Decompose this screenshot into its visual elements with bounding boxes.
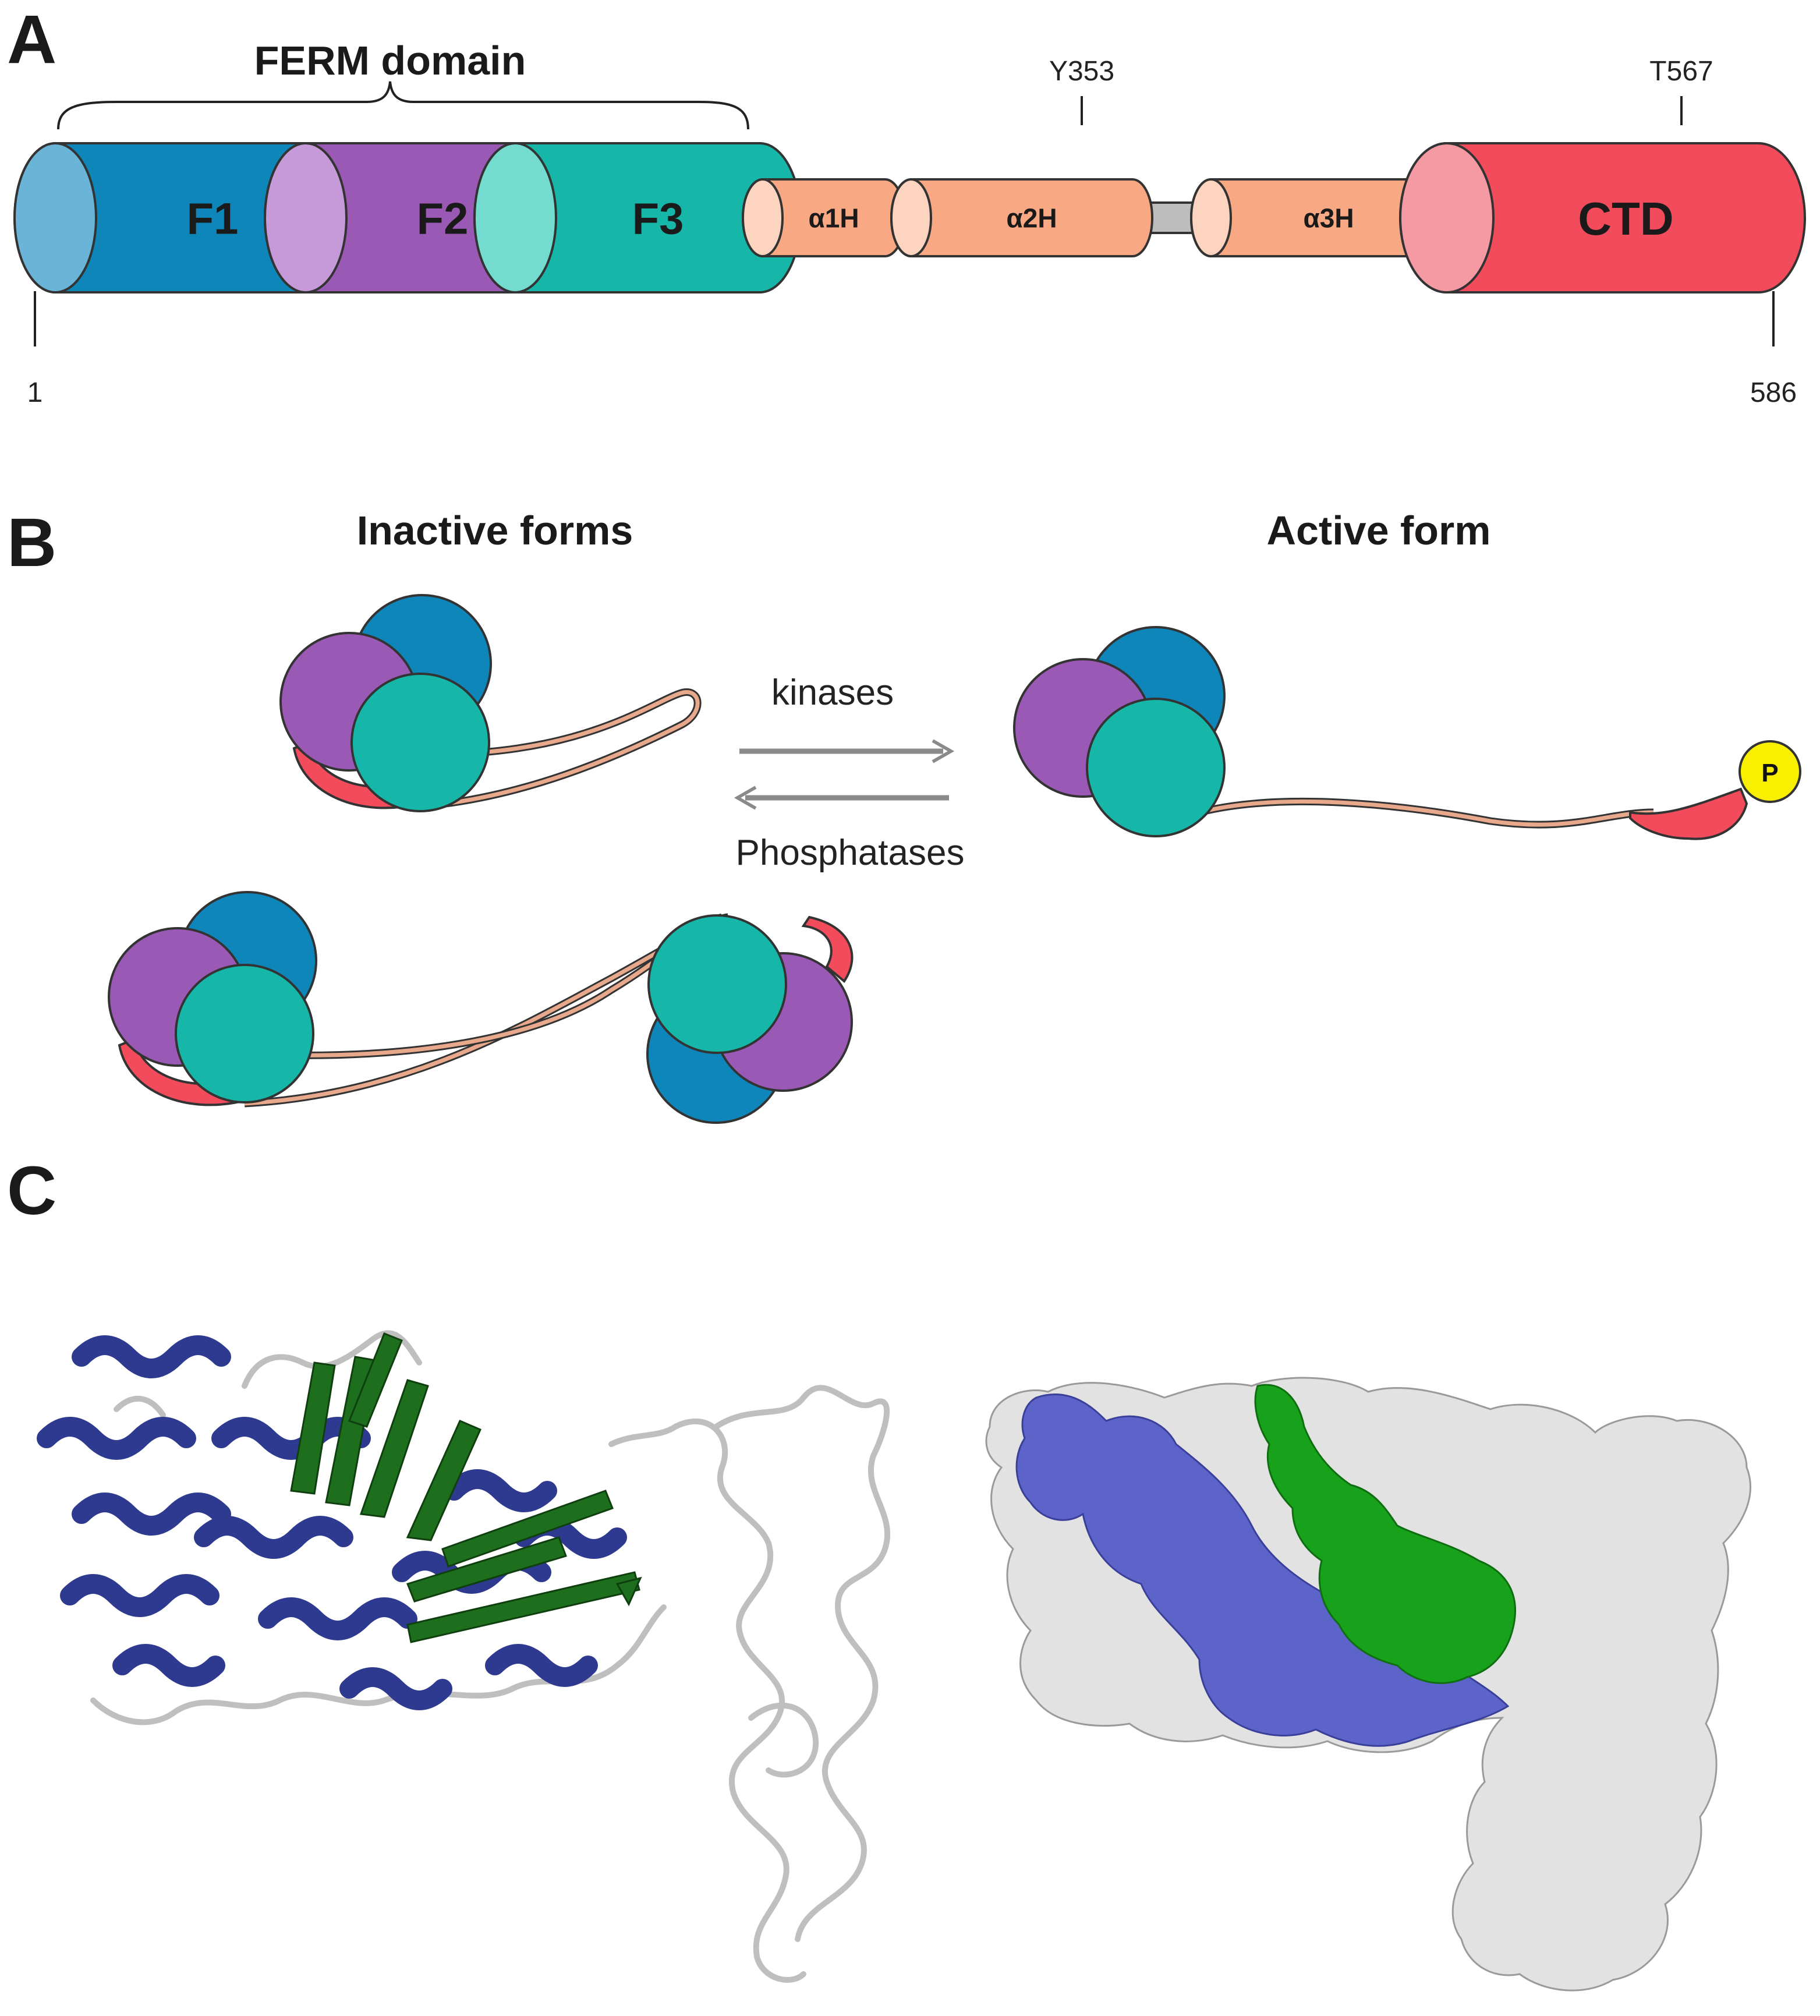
inactive-dimer bbox=[108, 891, 854, 1124]
segment-f2-label: F2 bbox=[417, 194, 469, 243]
ferm-bracket bbox=[57, 81, 749, 130]
t567-label: T567 bbox=[1649, 56, 1713, 87]
segment-f3-cap bbox=[473, 142, 557, 293]
end-residue: 586 bbox=[1750, 377, 1797, 408]
active-f3-lobe bbox=[1086, 698, 1226, 837]
dimer-right-f3-lobe bbox=[647, 914, 787, 1054]
inactive-forms-title: Inactive forms bbox=[357, 508, 633, 553]
segment-alpha1h-cap bbox=[742, 178, 784, 257]
dimer-left-f3-lobe bbox=[175, 964, 314, 1104]
segment-alpha2h-cap bbox=[890, 178, 932, 257]
active-ctd bbox=[1629, 787, 1748, 840]
surface-sheet bbox=[1254, 1384, 1516, 1684]
ribbon-coil bbox=[90, 1330, 891, 1983]
phospho-badge-label: P bbox=[1761, 759, 1778, 787]
ribbon-helices bbox=[37, 1335, 627, 1710]
segment-ctd-cap bbox=[1399, 142, 1495, 293]
segment-alpha2h: α2H bbox=[890, 178, 1153, 257]
panel-c: C bbox=[7, 1152, 1751, 1992]
segment-ctd: CTD bbox=[1399, 142, 1806, 293]
ribbon-model bbox=[37, 1330, 891, 1983]
segment-alpha1h-label: α1H bbox=[808, 203, 859, 234]
inactive-monomer bbox=[279, 594, 702, 812]
panel-b: B Inactive forms Active form kinases Pho… bbox=[7, 504, 1801, 1124]
segment-f3: F3 bbox=[473, 142, 802, 293]
domain-cylinders: F1 F2 F3 α1H α2H α3H CTD bbox=[13, 142, 1806, 293]
active-form-title: Active form bbox=[1266, 508, 1490, 553]
inactive-f3-lobe bbox=[350, 673, 490, 812]
start-residue: 1 bbox=[27, 377, 43, 408]
y353-label: Y353 bbox=[1049, 56, 1114, 87]
segment-f2-cap bbox=[264, 142, 348, 293]
segment-f1-cap bbox=[13, 142, 97, 293]
active-form: P bbox=[1013, 626, 1801, 840]
segment-alpha2h-label: α2H bbox=[1006, 203, 1057, 234]
phospho-badge bbox=[1738, 740, 1801, 803]
segment-alpha3h: α3H bbox=[1190, 178, 1447, 257]
segment-f3-label: F3 bbox=[632, 194, 684, 243]
panel-b-letter: B bbox=[7, 504, 56, 581]
panel-a: A FERM domain F1 F2 F3 α1H α2H α3H CTD Y353 T5… bbox=[7, 1, 1806, 408]
panel-c-letter: C bbox=[7, 1152, 56, 1229]
segment-alpha3h-cap bbox=[1190, 178, 1232, 257]
phosphatases-label: Phosphatases bbox=[736, 833, 965, 873]
ribbon-sheets bbox=[290, 1332, 642, 1643]
kinases-label: kinases bbox=[771, 673, 894, 713]
segment-alpha3h-label: α3H bbox=[1303, 203, 1354, 234]
segment-f1-label: F1 bbox=[187, 194, 239, 243]
ferm-domain-title: FERM domain bbox=[254, 38, 526, 83]
segment-ctd-label: CTD bbox=[1578, 193, 1673, 245]
surface-model bbox=[985, 1377, 1751, 1992]
panel-a-letter: A bbox=[7, 1, 56, 78]
segment-alpha1h: α1H bbox=[742, 178, 906, 257]
